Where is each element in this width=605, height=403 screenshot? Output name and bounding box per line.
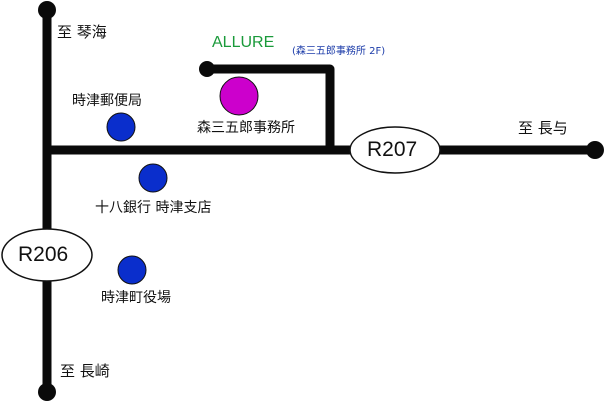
road-end-north	[38, 1, 56, 19]
bank-label: 十八銀行 時津支店	[95, 200, 212, 216]
r207-shield	[349, 126, 441, 174]
destination-east: 至 長与	[518, 119, 568, 137]
r206-shield	[1, 228, 93, 282]
town-hall-marker[interactable]	[117, 255, 147, 285]
access-road	[207, 64, 335, 150]
access-road-end	[199, 61, 215, 77]
office-marker[interactable]	[219, 76, 259, 116]
r206-label: R206	[18, 243, 69, 266]
allure-location-note: (森三五郎事務所 2F)	[292, 46, 386, 57]
post-office-marker[interactable]	[106, 112, 136, 142]
r207-label: R207	[367, 138, 418, 161]
destination-north: 至 琴海	[57, 23, 107, 41]
office-label: 森三五郎事務所	[197, 120, 295, 136]
allure-title: ALLURE	[212, 34, 275, 51]
road-end-south	[38, 383, 56, 401]
post-office-label: 時津郵便局	[72, 93, 142, 109]
road-end-east	[586, 141, 604, 159]
town-hall-label: 時津町役場	[101, 290, 171, 306]
destination-south: 至 長崎	[60, 362, 110, 380]
bank-marker[interactable]	[138, 163, 168, 193]
